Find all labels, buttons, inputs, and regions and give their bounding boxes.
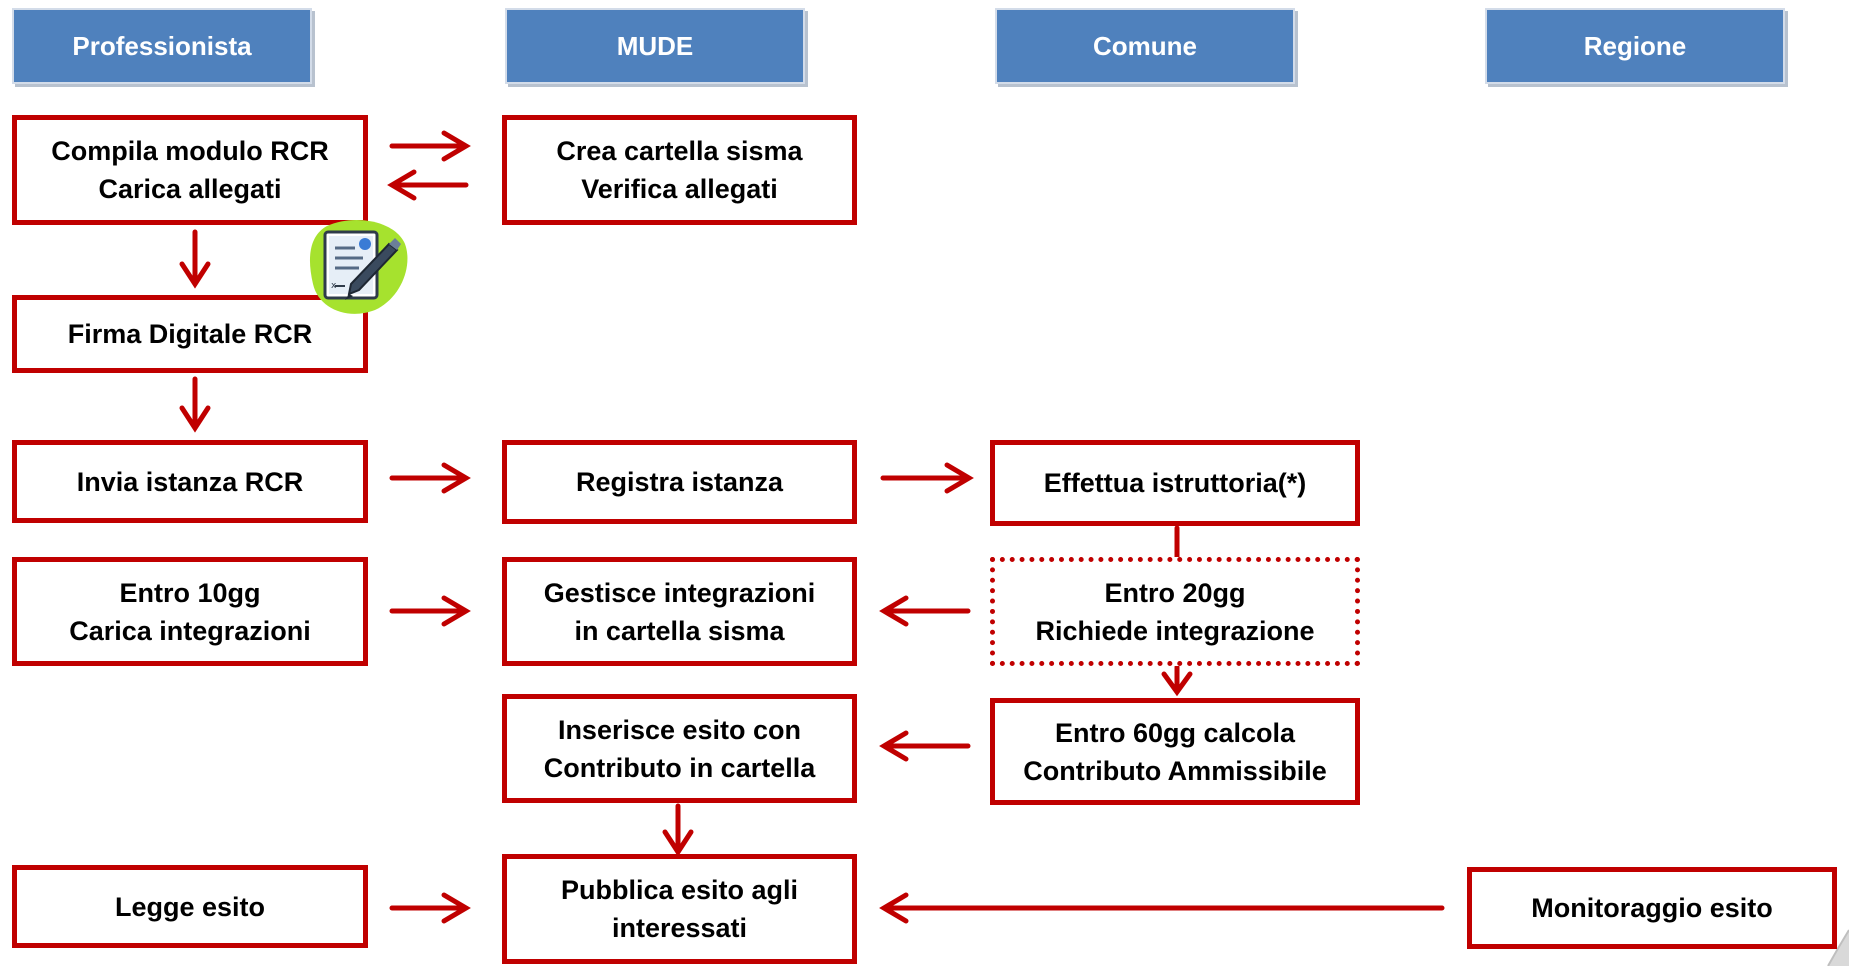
header-comune: Comune xyxy=(995,8,1295,84)
arrow-entro20-to-gestisce xyxy=(879,595,971,627)
box-entro-20gg: Entro 20gg Richiede integrazione xyxy=(990,557,1360,666)
box-crea-cartella: Crea cartella sisma Verifica allegati xyxy=(502,115,857,225)
box-inserisce-line1: Inserisce esito con xyxy=(557,714,802,745)
box-registra-line1: Registra istanza xyxy=(575,467,784,497)
box-entro10-line2: Carica integrazioni xyxy=(69,615,311,646)
box-compila-line1: Compila modulo RCR xyxy=(51,136,329,166)
box-entro20-line1: Entro 20gg xyxy=(1104,577,1246,608)
box-firma-digitale: Firma Digitale RCR xyxy=(12,295,368,373)
arrow-crea-to-compila xyxy=(387,169,469,201)
box-pubblica-line2: interessati xyxy=(611,913,748,943)
box-effettua-istruttoria: Effettua istruttoria(*) xyxy=(990,440,1360,526)
header-regione: Regione xyxy=(1485,8,1785,84)
box-entro60-line1: Entro 60gg calcola xyxy=(1054,717,1296,748)
arrow-entro10-to-gestisce xyxy=(389,595,471,627)
box-compila-modulo: Compila modulo RCR Carica allegati xyxy=(12,115,368,225)
box-inserisce-line2: Contributo in cartella xyxy=(543,752,816,783)
svg-text:x: x xyxy=(331,281,337,291)
box-inserisce-esito: Inserisce esito con Contributo in cartel… xyxy=(502,694,857,803)
box-invia-line1: Invia istanza RCR xyxy=(76,466,304,497)
box-pubblica-line1: Pubblica esito agli xyxy=(560,875,799,905)
box-gestisce-integrazioni: Gestisce integrazioni in cartella sisma xyxy=(502,557,857,666)
arrow-inserisce-to-pubblica xyxy=(662,803,694,857)
box-crea-line2: Verifica allegati xyxy=(581,174,778,204)
header-professionista: Professionista xyxy=(12,8,312,84)
arrow-compila-to-firma xyxy=(179,229,211,289)
box-registra-istanza: Registra istanza xyxy=(502,440,857,524)
box-monitoraggio-esito: Monitoraggio esito xyxy=(1467,867,1837,949)
arrow-entro60-to-inserisce xyxy=(879,730,971,762)
box-legge-esito: Legge esito xyxy=(12,865,368,948)
arrow-entro20-to-entro60 xyxy=(1161,664,1193,697)
box-pubblica-esito: Pubblica esito agli interessati xyxy=(502,854,857,964)
box-firma-line1: Firma Digitale RCR xyxy=(67,319,313,349)
box-legge-line1: Legge esito xyxy=(114,891,266,922)
box-gestisce-line2: in cartella sisma xyxy=(574,615,785,646)
digital-signature-icon: x xyxy=(305,214,413,322)
arrow-compila-to-crea xyxy=(389,130,471,162)
arrow-firma-to-invia xyxy=(179,376,211,433)
box-invia-istanza: Invia istanza RCR xyxy=(12,440,368,523)
arrow-legge-to-pubblica xyxy=(389,892,471,924)
header-mude: MUDE xyxy=(505,8,805,84)
arrow-monitoraggio-to-pubblica xyxy=(879,892,1445,924)
box-entro60-line2: Contributo Ammissibile xyxy=(1023,755,1327,786)
box-monitoraggio-line1: Monitoraggio esito xyxy=(1531,893,1773,923)
arrow-registra-to-istruttoria xyxy=(880,462,974,494)
box-entro-60gg: Entro 60gg calcola Contributo Ammissibil… xyxy=(990,698,1360,805)
box-crea-line1: Crea cartella sisma xyxy=(556,136,803,166)
arrow-invia-to-registra xyxy=(389,462,471,494)
box-entro10-line1: Entro 10gg xyxy=(119,577,261,608)
box-compila-line2: Carica allegati xyxy=(98,174,282,204)
box-gestisce-line1: Gestisce integrazioni xyxy=(543,577,816,608)
box-entro20-line2: Richiede integrazione xyxy=(1035,615,1315,646)
box-istruttoria-line1: Effettua istruttoria(*) xyxy=(1043,468,1307,498)
box-entro-10gg: Entro 10gg Carica integrazioni xyxy=(12,557,368,666)
